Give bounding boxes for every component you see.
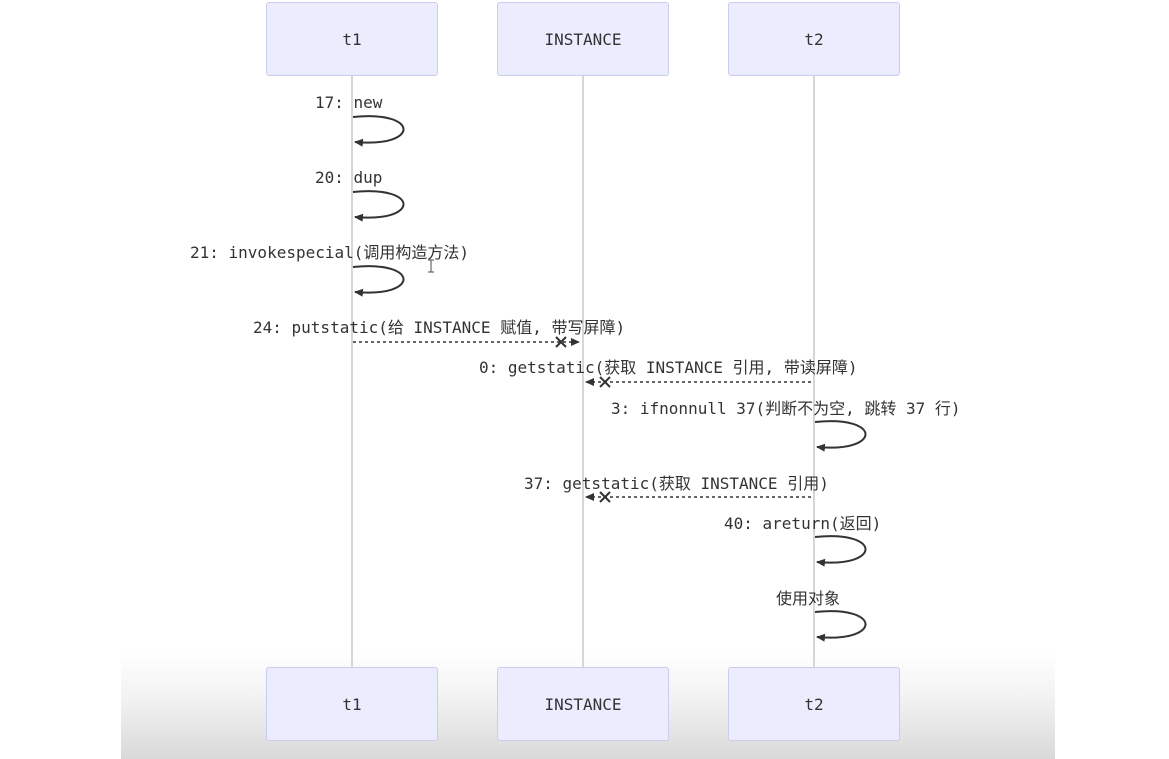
lifeline-t2 xyxy=(813,76,815,668)
message-label-use-object: 使用对象 xyxy=(776,589,841,608)
message-label-getstatic-37: 37: getstatic(获取 INSTANCE 引用) xyxy=(524,474,829,493)
cross-getstatic-0-icon xyxy=(599,376,611,388)
actor-label: t2 xyxy=(804,694,824,714)
actor-instance-top: INSTANCE xyxy=(497,2,669,76)
message-label-ifnonnull: 3: ifnonnull 37(判断不为空, 跳转 37 行) xyxy=(611,399,961,418)
self-arrow-areturn xyxy=(814,535,867,567)
cross-getstatic-37-icon xyxy=(599,491,611,503)
actor-label: t1 xyxy=(342,694,362,714)
actor-t1-bottom: t1 xyxy=(266,667,438,741)
message-label-putstatic: 24: putstatic(给 INSTANCE 赋值, 带写屏障) xyxy=(253,318,626,337)
actor-label: t2 xyxy=(804,29,824,49)
actor-t1-top: t1 xyxy=(266,2,438,76)
message-label-getstatic-0: 0: getstatic(获取 INSTANCE 引用, 带读屏障) xyxy=(479,358,858,377)
actor-label: INSTANCE xyxy=(544,694,622,714)
message-label-invokespecial: 21: invokespecial(调用构造方法) xyxy=(190,243,470,262)
text-cursor-icon xyxy=(428,259,434,273)
cross-putstatic-icon xyxy=(555,336,567,348)
lifeline-t1 xyxy=(351,76,353,668)
right-margin xyxy=(1055,0,1169,759)
actor-t2-bottom: t2 xyxy=(728,667,900,741)
self-arrow-dup xyxy=(352,190,405,222)
left-margin xyxy=(0,0,121,759)
self-arrow-ifnonnull xyxy=(814,420,867,452)
actor-instance-bottom: INSTANCE xyxy=(497,667,669,741)
message-label-areturn: 40: areturn(返回) xyxy=(724,514,882,533)
self-arrow-use-object xyxy=(814,610,867,642)
message-label-new: 17: new xyxy=(315,93,383,112)
actor-label: t1 xyxy=(342,29,362,49)
lifeline-instance xyxy=(582,76,584,668)
self-arrow-new xyxy=(352,115,405,147)
message-label-dup: 20: dup xyxy=(315,168,383,187)
actor-label: INSTANCE xyxy=(544,29,622,49)
actor-t2-top: t2 xyxy=(728,2,900,76)
self-arrow-invokespecial xyxy=(352,265,405,297)
